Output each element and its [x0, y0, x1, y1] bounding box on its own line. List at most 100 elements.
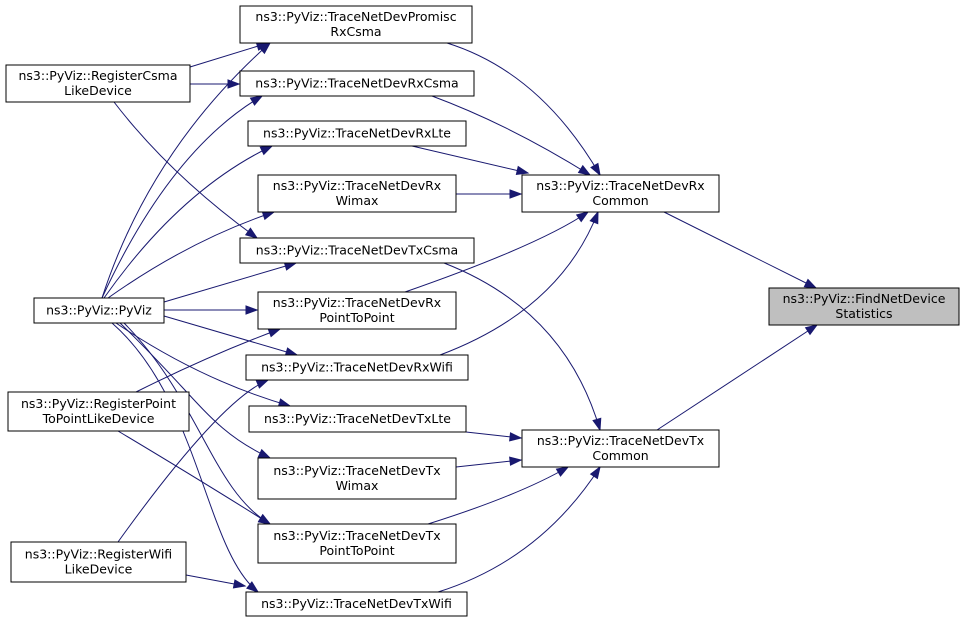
edge-rxwimax-to-rxcommon — [456, 189, 523, 199]
edge-line — [439, 211, 599, 356]
edge-line — [663, 211, 817, 289]
node-label-line: ns3::PyViz::TraceNetDevRx — [273, 178, 441, 193]
edge-line — [443, 262, 601, 431]
node-label-line: ns3::PyViz::FindNetDevice — [783, 291, 946, 306]
edge-regp2p-to-txp2p — [117, 430, 272, 525]
node-box[interactable] — [239, 5, 473, 44]
node-label-line: ns3::PyViz::TraceNetDevPromisc — [255, 9, 456, 24]
node-txcsma[interactable]: ns3::PyViz::TraceNetDevTxCsma — [239, 237, 475, 264]
node-box[interactable] — [33, 297, 165, 324]
edge-line — [107, 211, 275, 299]
node-box[interactable] — [248, 405, 467, 433]
node-label-line: ns3::PyViz::RegisterWifi — [25, 547, 172, 562]
edge-arrowhead — [589, 465, 601, 480]
edge-regcsma-to-promisc — [189, 41, 270, 68]
node-rxlte[interactable]: ns3::PyViz::TraceNetDevRxLte — [247, 120, 467, 147]
edge-arrowhead — [509, 189, 523, 199]
edge-rxcommon-to-find — [663, 211, 818, 289]
edge-line — [427, 466, 569, 525]
node-box[interactable] — [7, 391, 190, 432]
node-label-line: ns3::PyViz::TraceNetDevRxCsma — [255, 76, 458, 91]
edge-arrowhead — [590, 162, 601, 177]
edge-rxwifi-to-rxcommon — [439, 210, 599, 356]
edge-arrowhead — [257, 513, 272, 525]
edge-arrowhead — [258, 42, 272, 55]
node-label-line: ns3::PyViz::TraceNetDevRx — [273, 295, 441, 310]
edge-txwimax-to-txcommon — [455, 456, 523, 468]
node-label-line: Common — [592, 448, 648, 463]
node-box[interactable] — [245, 591, 468, 617]
node-box[interactable] — [257, 291, 457, 330]
edge-arrowhead — [227, 79, 241, 89]
edge-arrowhead — [509, 432, 523, 442]
edge-arrowhead — [575, 211, 590, 223]
node-label-line: ns3::PyViz::PyViz — [46, 303, 152, 318]
node-box[interactable] — [257, 457, 457, 500]
node-box[interactable] — [5, 64, 191, 103]
node-label-line: Wimax — [336, 193, 379, 208]
node-pyviz[interactable]: ns3::PyViz::PyViz — [33, 297, 165, 324]
edge-arrowhead — [249, 95, 264, 106]
edge-txwifi-to-txcommon — [437, 465, 601, 593]
edge-arrowhead — [244, 227, 259, 239]
edge-arrowhead — [803, 278, 818, 289]
node-txwifi[interactable]: ns3::PyViz::TraceNetDevTxWifi — [245, 591, 468, 617]
node-box[interactable] — [245, 354, 469, 381]
node-box[interactable] — [768, 287, 960, 326]
edge-txlte-to-txcommon — [465, 431, 523, 442]
node-rxcsma[interactable]: ns3::PyViz::TraceNetDevRxCsma — [239, 70, 475, 97]
edge-line — [119, 322, 271, 459]
node-regp2p[interactable]: ns3::PyViz::RegisterPointToPointLikeDevi… — [7, 391, 190, 432]
node-box[interactable] — [247, 120, 467, 147]
edge-pyviz-to-rxcsma — [101, 95, 264, 299]
node-box[interactable] — [10, 541, 187, 583]
node-box[interactable] — [257, 174, 457, 213]
node-label-line: Common — [592, 193, 648, 208]
node-label-line: RxCsma — [330, 24, 381, 39]
edge-arrowhead — [255, 379, 270, 389]
node-label-line: ns3::PyViz::TraceNetDevTxWifi — [261, 596, 452, 611]
node-box[interactable] — [521, 174, 720, 213]
edge-line — [411, 145, 529, 174]
edge-rxlte-to-rxcommon — [411, 145, 530, 175]
edge-arrowhead — [515, 165, 530, 175]
edge-regwifi-to-txwifi — [185, 574, 247, 589]
edge-pyviz-to-txwimax — [119, 322, 272, 459]
edge-promisc-to-rxcommon — [446, 42, 601, 177]
edge-line — [446, 42, 601, 176]
edge-line — [656, 324, 818, 431]
node-rxwifi[interactable]: ns3::PyViz::TraceNetDevRxWifi — [245, 354, 469, 381]
edge-arrowhead — [259, 145, 274, 156]
edge-regcsma-to-rxcsma — [190, 79, 241, 89]
node-box[interactable] — [257, 523, 457, 564]
edges-layer — [101, 41, 819, 593]
edge-txp2p-to-txcommon — [427, 466, 570, 525]
edge-arrowhead — [257, 448, 272, 459]
edge-line — [113, 101, 258, 239]
node-box[interactable] — [239, 70, 475, 97]
edge-arrowhead — [589, 210, 599, 225]
node-label-line: ns3::PyViz::TraceNetDevRxLte — [263, 126, 451, 141]
node-label-line: Wimax — [336, 478, 379, 493]
node-box[interactable] — [521, 429, 720, 468]
node-box[interactable] — [239, 237, 475, 264]
edge-line — [101, 95, 263, 299]
edge-regcsma-to-txcsma — [113, 101, 259, 239]
edge-arrowhead — [577, 164, 592, 176]
edge-arrowhead — [267, 328, 282, 338]
node-txlte[interactable]: ns3::PyViz::TraceNetDevTxLte — [248, 405, 467, 433]
node-label-line: ns3::PyViz::TraceNetDevRx — [536, 178, 704, 193]
edge-rxcsma-to-rxcommon — [431, 95, 592, 176]
edge-arrowhead — [804, 324, 819, 336]
